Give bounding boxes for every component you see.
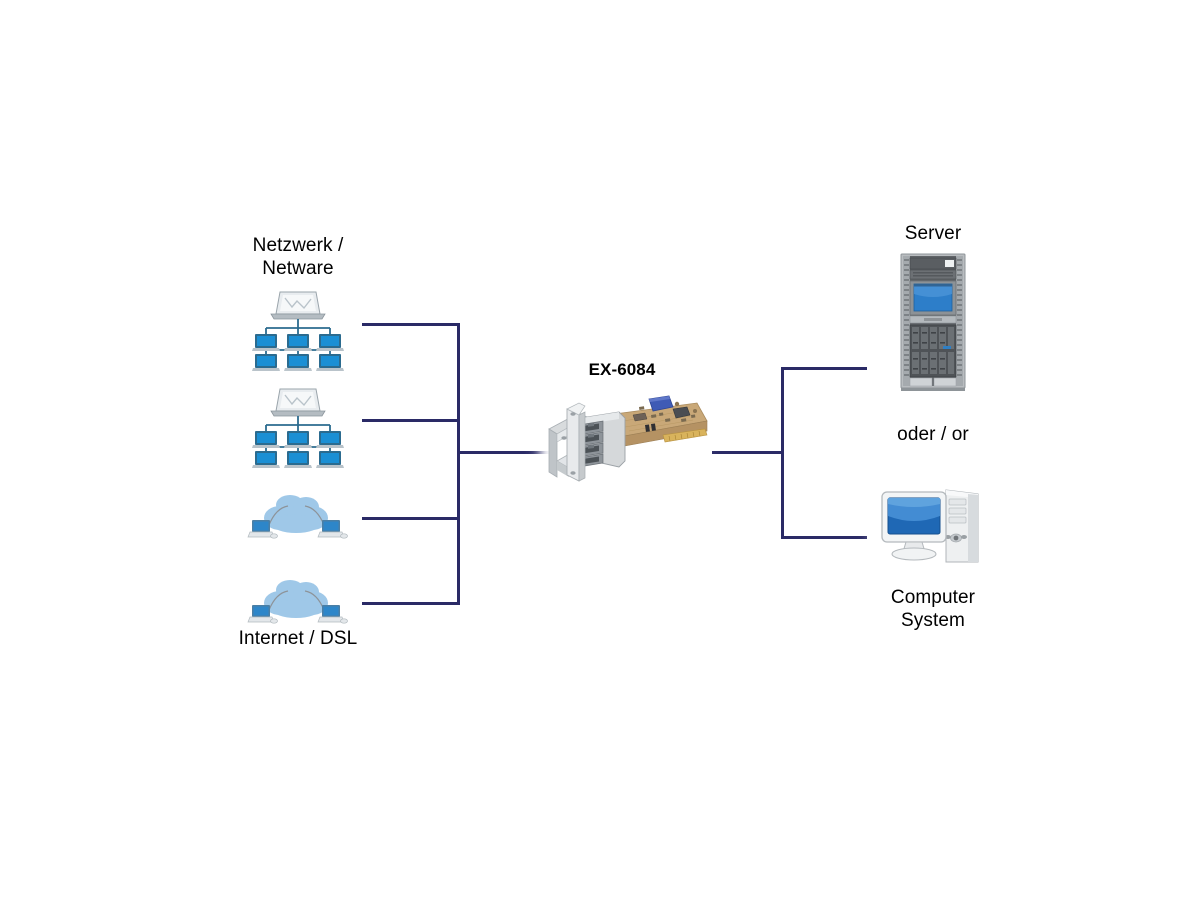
- internet-cloud-icon: [238, 577, 354, 635]
- label-ex-6084: EX-6084: [588, 360, 656, 379]
- wire-to-server: [781, 367, 867, 370]
- label-internet-dsl: Internet / DSL: [238, 628, 358, 649]
- server-rack-icon: [899, 252, 967, 392]
- left-bus-vertical: [457, 323, 460, 605]
- label-computer-system: Computer System: [890, 587, 976, 631]
- pcie-network-card-icon: [545, 385, 715, 500]
- wire-internet-2: [362, 602, 460, 605]
- label-oder-or: oder / or: [897, 424, 969, 445]
- right-bus-vertical: [781, 367, 784, 539]
- wire-network-1: [362, 323, 460, 326]
- label-netzwerk-netware: Netzwerk / Netware: [252, 235, 344, 279]
- wire-to-computer: [781, 536, 867, 539]
- internet-cloud-icon: [238, 492, 354, 550]
- wire-bus-to-card: [457, 451, 569, 454]
- wire-internet-1: [362, 517, 460, 520]
- wire-card-to-bus: [712, 451, 784, 454]
- desktop-computer-icon: [878, 480, 982, 568]
- network-topology-icon: [252, 385, 344, 468]
- network-topology-icon: [252, 288, 344, 371]
- label-server: Server: [904, 223, 962, 244]
- wire-network-2: [362, 419, 460, 422]
